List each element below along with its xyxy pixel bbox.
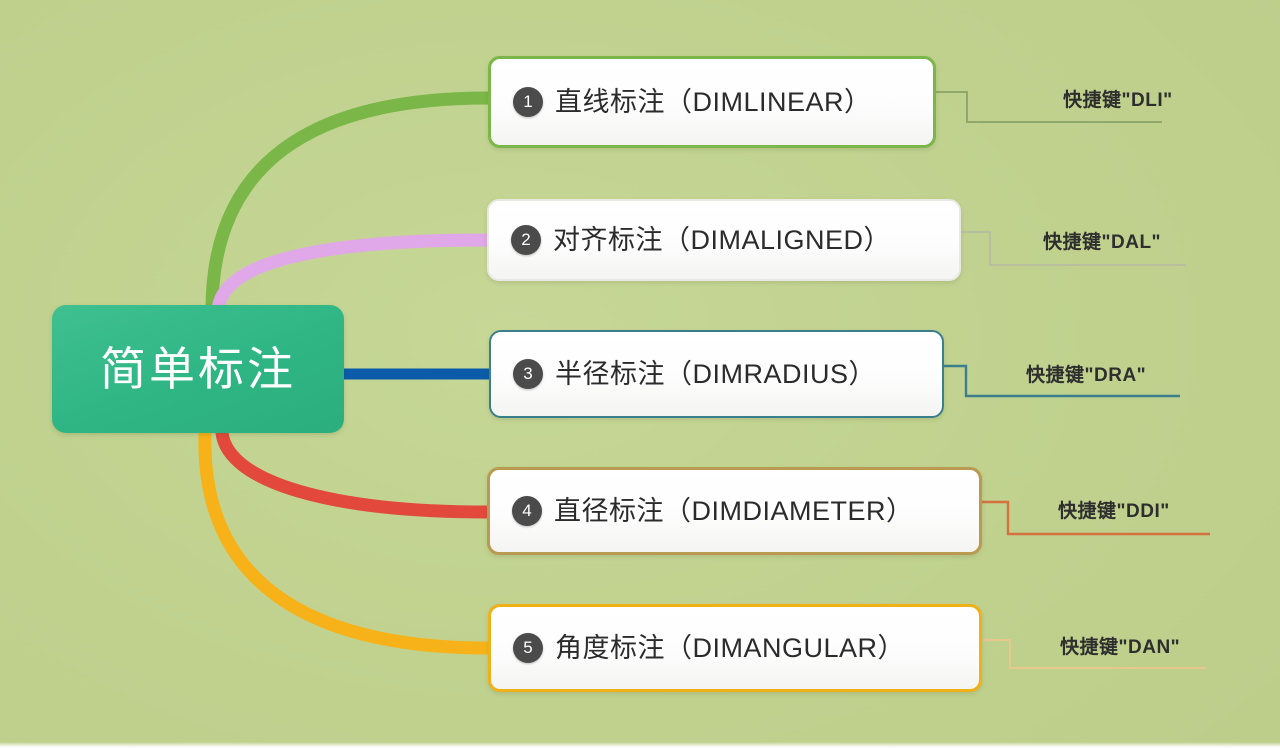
branch-number-badge-1: 1 <box>513 87 543 117</box>
shortcut-label-5: 快捷键"DAN" <box>1060 637 1181 658</box>
branch-number-badge-4: 4 <box>512 496 542 526</box>
branch-node-2[interactable]: 2 对齐标注（DIMALIGNED） <box>487 199 961 281</box>
branch-number-badge-5: 5 <box>513 633 543 663</box>
branch-line-4 <box>215 426 494 519</box>
branch-number-badge-3: 3 <box>513 359 543 389</box>
branch-label-1: 直线标注（DIMLINEAR） <box>555 86 872 117</box>
shortcut-connector-1 <box>936 91 1162 123</box>
branch-number-badge-2: 2 <box>511 225 541 255</box>
branch-node-4[interactable]: 4 直径标注（DIMDIAMETER） <box>487 467 982 555</box>
center-node[interactable]: 简单标注 <box>52 305 344 433</box>
shortcut-connector-5 <box>982 639 1206 669</box>
shortcut-connector-3 <box>944 364 1180 398</box>
center-node-label: 简单标注 <box>100 343 296 395</box>
branch-node-1[interactable]: 1 直线标注（DIMLINEAR） <box>488 56 936 148</box>
bottom-edge-strip <box>0 742 1280 748</box>
branch-label-3: 半径标注（DIMRADIUS） <box>555 358 877 389</box>
shortcut-label-4: 快捷键"DDI" <box>1058 501 1170 522</box>
shortcut-label-3: 快捷键"DRA" <box>1026 365 1147 386</box>
branch-node-3[interactable]: 3 半径标注（DIMRADIUS） <box>489 330 944 418</box>
branch-label-4: 直径标注（DIMDIAMETER） <box>554 495 914 526</box>
branch-line-5 <box>198 426 495 655</box>
shortcut-label-2: 快捷键"DAL" <box>1043 232 1162 253</box>
shortcut-connector-4 <box>982 500 1210 536</box>
branch-label-5: 角度标注（DIMANGULAR） <box>555 632 906 663</box>
branch-line-1 <box>205 91 495 317</box>
shortcut-label-1: 快捷键"DLI" <box>1063 90 1173 111</box>
branch-label-2: 对齐标注（DIMALIGNED） <box>553 224 892 255</box>
branch-node-5[interactable]: 5 角度标注（DIMANGULAR） <box>488 604 982 692</box>
branch-line-2 <box>211 233 494 317</box>
shortcut-connector-2 <box>961 231 1186 266</box>
